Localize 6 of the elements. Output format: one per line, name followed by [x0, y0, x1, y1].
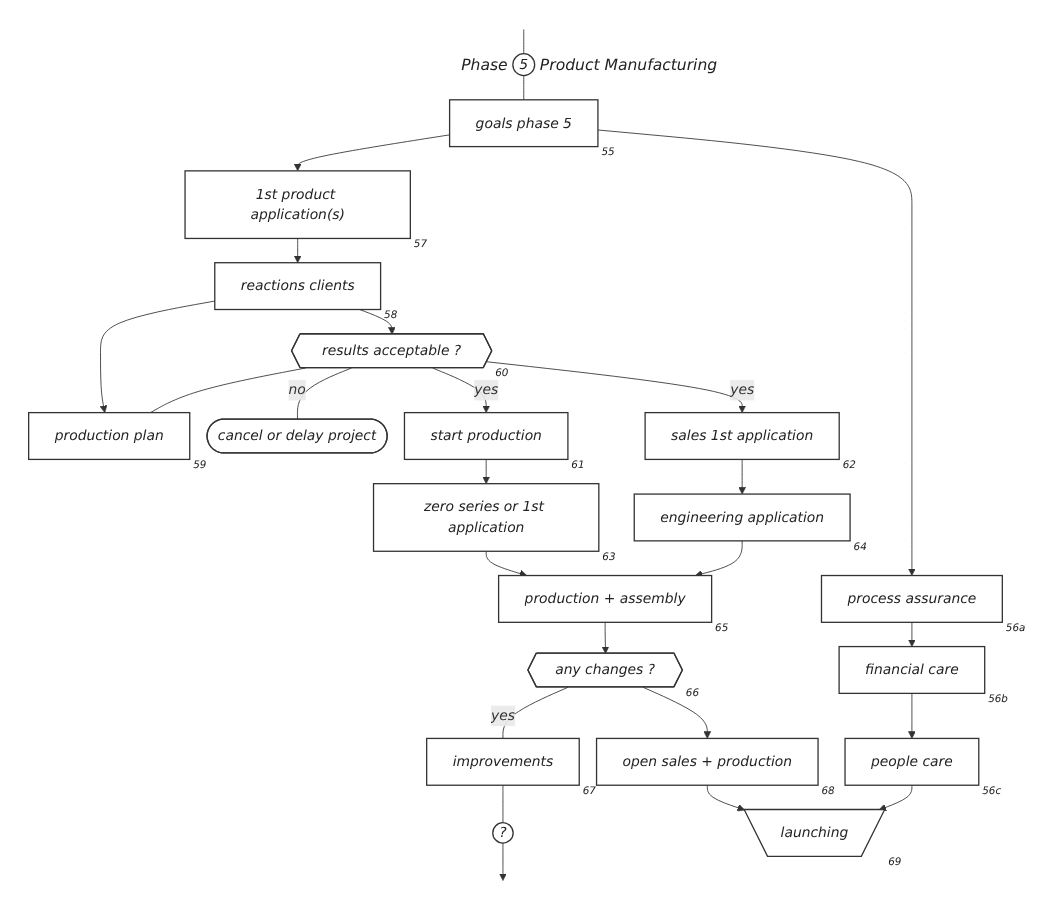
connector [523, 29, 525, 55]
connector [297, 367, 352, 420]
connector [523, 75, 525, 101]
connector [150, 367, 307, 414]
connector [502, 686, 569, 739]
connector [502, 784, 504, 824]
